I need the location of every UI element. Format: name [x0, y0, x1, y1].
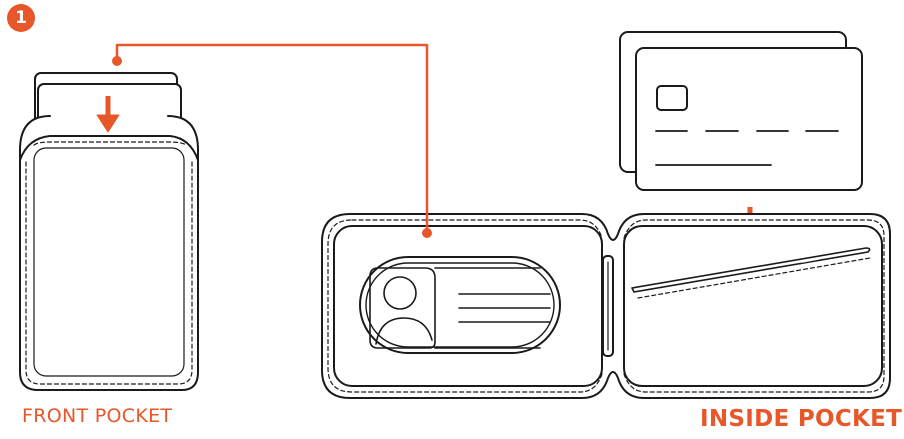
- card-number-lines: [655, 130, 839, 166]
- id-window: [359, 256, 561, 354]
- callout-connector: [112, 43, 432, 238]
- person-icon: [375, 276, 433, 345]
- inside-pocket-label: INSIDE POCKET: [700, 406, 903, 432]
- front-pocket-sleeve: [19, 72, 199, 391]
- inside-pocket-panel: [623, 225, 883, 387]
- id-card: [369, 267, 551, 349]
- arrow-down-icon: [96, 96, 120, 133]
- front-card: [635, 47, 863, 191]
- card-stack: [619, 31, 863, 191]
- sleeve-outer: [19, 115, 199, 391]
- step-number-badge: 1: [7, 4, 35, 32]
- chip-icon: [656, 85, 688, 111]
- open-wallet: [321, 213, 891, 399]
- front-pocket-label: FRONT POCKET: [22, 405, 173, 427]
